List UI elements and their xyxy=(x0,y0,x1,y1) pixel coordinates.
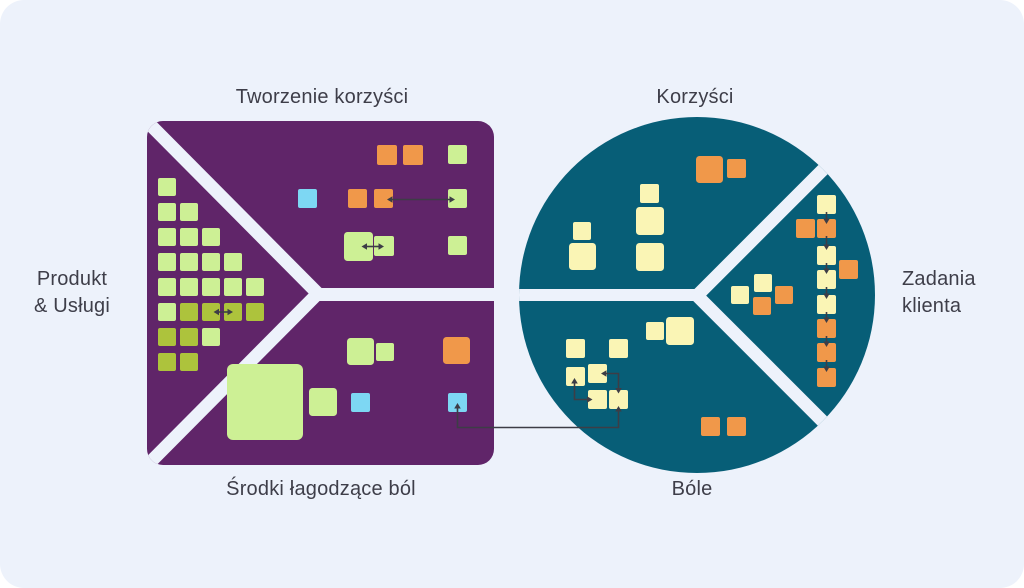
sticky-note[interactable] xyxy=(298,189,317,208)
sticky-note[interactable] xyxy=(202,228,220,246)
sticky-note[interactable] xyxy=(448,145,467,164)
sticky-note[interactable] xyxy=(224,303,242,321)
sticky-note[interactable] xyxy=(374,189,393,208)
label-customer-jobs-line1: Zadania xyxy=(902,268,976,290)
sticky-note[interactable] xyxy=(817,343,836,362)
sticky-note[interactable] xyxy=(731,286,749,304)
sticky-note[interactable] xyxy=(636,243,664,271)
divider-horizontal-circle xyxy=(519,288,699,301)
sticky-note[interactable] xyxy=(588,364,607,383)
sticky-note[interactable] xyxy=(448,393,467,412)
label-customer-jobs: Zadania klienta xyxy=(902,266,1012,320)
sticky-note[interactable] xyxy=(443,337,470,364)
sticky-note[interactable] xyxy=(180,353,198,371)
sticky-note[interactable] xyxy=(448,236,467,255)
sticky-note[interactable] xyxy=(448,189,467,208)
sticky-note[interactable] xyxy=(636,207,664,235)
sticky-note[interactable] xyxy=(180,278,198,296)
sticky-note[interactable] xyxy=(817,195,836,214)
sticky-note[interactable] xyxy=(158,228,176,246)
sticky-note[interactable] xyxy=(224,253,242,271)
sticky-note[interactable] xyxy=(609,339,628,358)
sticky-note[interactable] xyxy=(158,253,176,271)
sticky-note[interactable] xyxy=(569,243,596,270)
sticky-note[interactable] xyxy=(180,303,198,321)
label-products-line2: & Usługi xyxy=(33,295,111,317)
sticky-note[interactable] xyxy=(180,328,198,346)
sticky-note[interactable] xyxy=(158,203,176,221)
sticky-note[interactable] xyxy=(347,338,374,365)
sticky-note[interactable] xyxy=(817,368,836,387)
sticky-note[interactable] xyxy=(566,339,585,358)
sticky-note[interactable] xyxy=(646,322,664,340)
sticky-note[interactable] xyxy=(376,343,394,361)
sticky-note[interactable] xyxy=(817,319,836,338)
sticky-note[interactable] xyxy=(180,203,198,221)
sticky-note[interactable] xyxy=(158,353,176,371)
sticky-note[interactable] xyxy=(588,390,607,409)
sticky-note[interactable] xyxy=(158,303,176,321)
label-products-line1: Produkt xyxy=(36,268,108,290)
sticky-note[interactable] xyxy=(696,156,723,183)
sticky-note[interactable] xyxy=(775,286,793,304)
sticky-note[interactable] xyxy=(158,178,176,196)
sticky-note[interactable] xyxy=(309,388,337,416)
sticky-note[interactable] xyxy=(158,328,176,346)
sticky-note[interactable] xyxy=(817,295,836,314)
sticky-note[interactable] xyxy=(753,297,771,315)
label-gains: Korzyści xyxy=(656,86,734,108)
sticky-note[interactable] xyxy=(227,364,303,440)
sticky-note[interactable] xyxy=(351,393,370,412)
sticky-note[interactable] xyxy=(202,303,220,321)
sticky-note[interactable] xyxy=(202,253,220,271)
sticky-note[interactable] xyxy=(566,367,585,386)
sticky-note[interactable] xyxy=(224,278,242,296)
sticky-note[interactable] xyxy=(180,253,198,271)
sticky-note[interactable] xyxy=(666,317,694,345)
sticky-note[interactable] xyxy=(202,278,220,296)
sticky-note[interactable] xyxy=(344,232,373,261)
sticky-note[interactable] xyxy=(374,236,394,256)
sticky-note[interactable] xyxy=(609,390,628,409)
sticky-note[interactable] xyxy=(246,278,264,296)
sticky-note[interactable] xyxy=(246,303,264,321)
sticky-note[interactable] xyxy=(158,278,176,296)
label-products-services: Produkt & Usługi xyxy=(31,266,113,320)
sticky-note[interactable] xyxy=(180,228,198,246)
sticky-note[interactable] xyxy=(839,260,858,279)
sticky-note[interactable] xyxy=(348,189,367,208)
sticky-note[interactable] xyxy=(701,417,720,436)
sticky-note[interactable] xyxy=(573,222,591,240)
sticky-note[interactable] xyxy=(403,145,423,165)
sticky-note[interactable] xyxy=(817,246,836,265)
label-gain-creators: Tworzenie korzyści xyxy=(235,86,409,108)
sticky-note[interactable] xyxy=(817,270,836,289)
sticky-note[interactable] xyxy=(727,417,746,436)
label-pains: Bóle xyxy=(671,478,713,500)
divider-horizontal-square xyxy=(313,288,494,301)
label-customer-jobs-line2: klienta xyxy=(902,295,962,317)
sticky-note[interactable] xyxy=(727,159,746,178)
sticky-note[interactable] xyxy=(640,184,659,203)
sticky-note[interactable] xyxy=(817,219,836,238)
sticky-note[interactable] xyxy=(754,274,772,292)
sticky-note[interactable] xyxy=(202,328,220,346)
label-pain-relievers: Środki łagodzące ból xyxy=(226,478,416,500)
sticky-note[interactable] xyxy=(796,219,815,238)
sticky-note[interactable] xyxy=(377,145,397,165)
